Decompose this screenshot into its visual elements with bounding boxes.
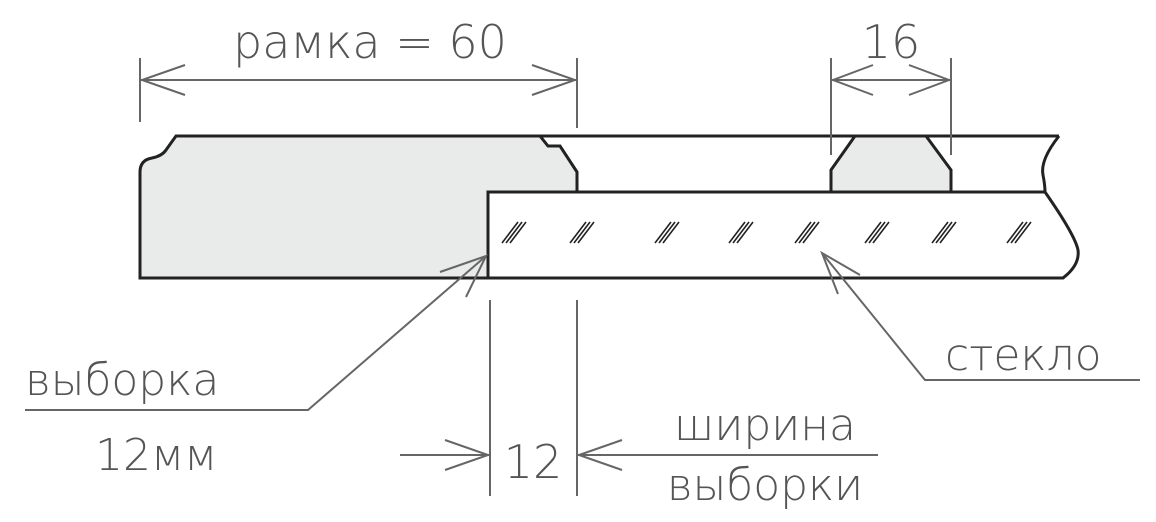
- hatch-mark: [1014, 221, 1032, 244]
- hatch-mark: [732, 221, 750, 244]
- break-line: [1041, 135, 1061, 193]
- hatch-mark: [798, 221, 816, 244]
- frame-dimension-label: рамка = 60: [233, 15, 507, 69]
- hatch-mark: [654, 221, 672, 244]
- hatch-mark: [658, 221, 676, 244]
- glass-leader: стекло: [820, 250, 1140, 381]
- frame-dimension: рамка = 60: [138, 15, 579, 128]
- bead-dimension: 16: [830, 15, 952, 155]
- hatch-mark: [509, 221, 527, 244]
- hatch-mark: [505, 221, 523, 244]
- rebate-width-label-line1: ширина: [674, 400, 856, 451]
- rebate-width-value: 12: [504, 435, 563, 489]
- hatch-mark: [501, 221, 519, 244]
- hatch-mark: [872, 221, 890, 244]
- bead-dimension-label: 16: [862, 15, 921, 69]
- rebate-width-dimension: 12 ширина выборки: [400, 300, 878, 511]
- rebate-leader: выборка 12мм: [25, 254, 488, 481]
- hatch-mark: [736, 221, 754, 244]
- rebate-label: выборка: [25, 355, 219, 406]
- hatch-mark: [794, 221, 812, 244]
- glass-hatch-marks: [501, 221, 1032, 244]
- hatch-mark: [577, 221, 595, 244]
- hatch-mark: [802, 221, 820, 244]
- hatch-mark: [939, 221, 957, 244]
- hatch-mark: [935, 221, 953, 244]
- hatch-mark: [569, 221, 587, 244]
- rebate-width-label-line2: выборки: [667, 460, 863, 511]
- glazing-bead: [829, 134, 953, 194]
- hatch-mark: [864, 221, 882, 244]
- hatch-mark: [1006, 221, 1024, 244]
- rebate-size-label: 12мм: [95, 430, 217, 481]
- hatch-mark: [868, 221, 886, 244]
- hatch-mark: [573, 221, 591, 244]
- hatch-mark: [662, 221, 680, 244]
- glass-label: стекло: [945, 330, 1102, 381]
- hatch-mark: [931, 221, 949, 244]
- glass-pane: [486, 190, 1080, 280]
- hatch-mark: [1010, 221, 1028, 244]
- hatch-mark: [728, 221, 746, 244]
